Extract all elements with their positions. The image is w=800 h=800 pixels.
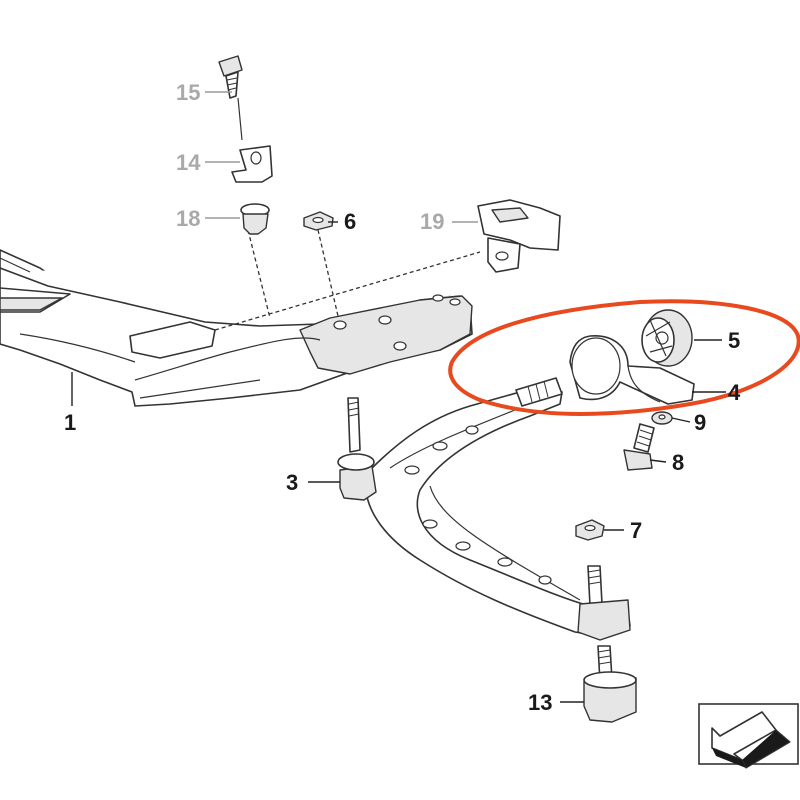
axle-carrier-drawing (0, 249, 473, 407)
part-label-13: 14 (176, 150, 201, 175)
mount-bracket-drawing (477, 199, 561, 273)
ball-joint-stud-drawing (577, 565, 631, 641)
nut-6-drawing (303, 211, 334, 231)
part-label-1: 1 (64, 410, 76, 435)
hex-bolt-drawing (623, 423, 655, 471)
part-label-5: 5 (728, 328, 740, 353)
part-label-9: 9 (694, 410, 706, 435)
bushing-bracket-drawing (569, 335, 695, 405)
part-label-18: 13 (528, 690, 552, 715)
screw-drawing (218, 55, 243, 141)
part-label-4: 4 (728, 380, 741, 405)
part-label-19: 19 (420, 209, 444, 234)
part-label-15: 18 (176, 206, 200, 231)
part-label-8: 8 (672, 450, 684, 475)
part-label-7: 7 (630, 518, 642, 543)
collar-nut-drawing (575, 519, 605, 541)
rubber-mount-drawing (641, 309, 693, 367)
part-label-3: 3 (286, 470, 298, 495)
part-label-14: 15 (176, 80, 200, 105)
bracket-clip-drawing (231, 145, 273, 183)
navigation-arrow-icon[interactable] (698, 703, 799, 769)
lower-ball-joint-drawing (583, 645, 637, 723)
washer-drawing (651, 411, 673, 425)
wishbone-drawing (337, 377, 631, 637)
part-label-6: 6 (344, 209, 356, 234)
highlight-circle (448, 299, 800, 416)
expanding-nut-drawing (240, 203, 270, 235)
